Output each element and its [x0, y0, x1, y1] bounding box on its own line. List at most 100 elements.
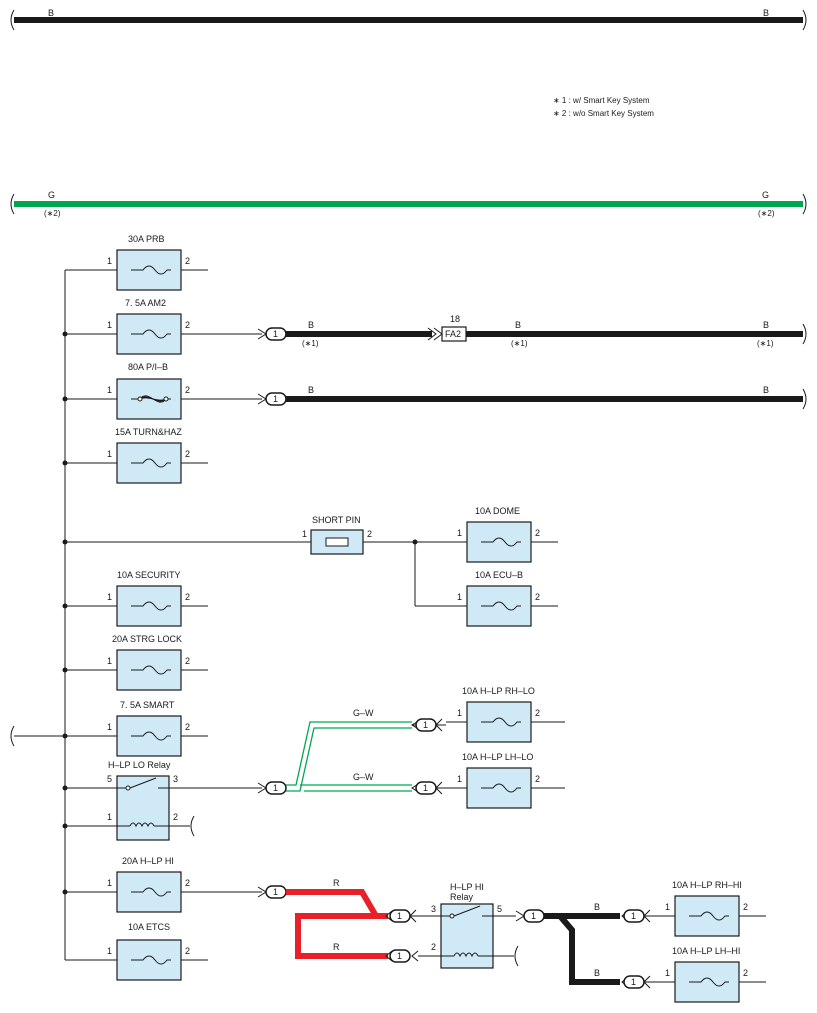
pin-label: 3 [431, 904, 436, 914]
wire-color-gw: G–W [353, 772, 374, 782]
pin-label: 3 [173, 774, 178, 784]
pin-label: 1 [107, 722, 112, 732]
connector-pin: 1 [631, 977, 636, 987]
pin-label: 1 [107, 320, 112, 330]
connector-pin-18: 18 [450, 314, 460, 324]
main-feed-bracket [10, 725, 15, 747]
fuse-label: 10A SECURITY [117, 570, 181, 580]
note-2: ∗ 2 : w/o Smart Key System [553, 109, 654, 118]
pin-label: 2 [535, 528, 540, 538]
green-bus-right-label: G [762, 190, 769, 200]
connector-pin: 1 [397, 911, 402, 921]
green-bus: G G (∗2) (∗2) [10, 190, 807, 218]
pin-label: 2 [535, 708, 540, 718]
pin-label: 2 [185, 385, 190, 395]
fuse-label: 10A H–LP LH–HI [672, 946, 740, 956]
relay-hlp-lo: H–LP LO Relay 5 3 1 2 [65, 760, 262, 841]
fuse-label: 10A ECU–B [475, 570, 523, 580]
fuse-label: 10A DOME [475, 506, 520, 516]
short-pin: SHORT PIN 1 2 [65, 515, 467, 607]
wire-color-r: R [333, 878, 340, 888]
connector-pin: 1 [531, 911, 536, 921]
relay-label: H–LP LO Relay [108, 760, 171, 770]
top-black-bus: B B [10, 8, 807, 31]
pin-label: 1 [107, 878, 112, 888]
fuse-10a-security: 10A SECURITY 1 2 [65, 570, 208, 627]
top-bus-right-label: B [763, 8, 769, 18]
connector-pin: 1 [397, 951, 402, 961]
pin-label: 2 [185, 946, 190, 956]
wire-color-b: B [763, 320, 769, 330]
wire-color-r: R [333, 942, 340, 952]
connector-pin: 1 [631, 911, 636, 921]
fuse-label: 10A H–LP RH–HI [672, 880, 742, 890]
fuse-7-5a-smart: 7. 5A SMART 1 2 [65, 700, 208, 757]
wire-color-b: B [308, 320, 314, 330]
pin-label: 2 [173, 812, 178, 822]
pin-label: 1 [107, 385, 112, 395]
connector-pin: 1 [423, 783, 428, 793]
pin-label: 1 [665, 968, 670, 978]
fuse-20a-strg-lock: 20A STRG LOCK 1 2 [65, 634, 208, 691]
fuse-label: 7. 5A AM2 [125, 298, 166, 308]
note-1: ∗ 1 : w/ Smart Key System [553, 96, 650, 105]
fuse-10a-hlp-lh-lo: 10A H–LP LH–LO 1 2 [457, 752, 565, 809]
pin-label: 2 [185, 449, 190, 459]
pin-label: 1 [457, 528, 462, 538]
relay-hlp-hi: H–LP HI Relay 3 5 2 [431, 882, 519, 969]
connector-pin: 1 [273, 329, 278, 339]
pin-label: 1 [665, 902, 670, 912]
wire-color-b: B [515, 320, 521, 330]
pin-label: 1 [107, 592, 112, 602]
wire-color-b: B [763, 385, 769, 395]
wire-color-b: B [308, 385, 314, 395]
wire-color-b: B [594, 902, 600, 912]
wire-color-gw: G–W [353, 708, 374, 718]
wire-color-b: B [594, 968, 600, 978]
pin-label: 1 [457, 592, 462, 602]
fuse-10a-etcs: 10A ETCS 1 2 [65, 922, 208, 981]
am2-output-wire: 1 FA2 18 B (∗1) B (∗1) B (∗1) [257, 314, 807, 348]
fuse-label: 20A H–LP HI [122, 856, 174, 866]
lo-relay-output-wire: 1 G–W G–W 1 1 [257, 708, 467, 795]
pin-label: 2 [185, 592, 190, 602]
fuse-15a-turn-haz: 15A TURN&HAZ 1 2 [65, 427, 208, 484]
hlp-hi-red-wire: 1 R R 1 1 [257, 878, 441, 963]
pin-label: 1 [302, 529, 307, 539]
fuse-20a-hlp-hi: 20A H–LP HI 1 2 [65, 856, 262, 913]
fuse-label: 10A H–LP LH–LO [462, 752, 533, 762]
fuse-label: 10A ETCS [128, 922, 170, 932]
pin-label: 2 [185, 320, 190, 330]
connector-pin: 1 [423, 720, 428, 730]
connector-pin: 1 [273, 394, 278, 404]
relay-label-line1: H–LP HI [450, 882, 484, 892]
fuse-label: 20A STRG LOCK [112, 634, 182, 644]
fuse-label: 15A TURN&HAZ [115, 427, 182, 437]
fuse-label: 7. 5A SMART [120, 700, 175, 710]
pin-label: 2 [535, 774, 540, 784]
pin-label: 1 [457, 774, 462, 784]
pin-label: 2 [185, 722, 190, 732]
fuse-80a-pib: 80A P/I–B 1 2 [65, 362, 262, 420]
fuse-label: 10A H–LP RH–LO [462, 686, 535, 696]
wire-note: (∗1) [757, 339, 774, 348]
pin-label: 1 [107, 256, 112, 266]
fuse-10a-hlp-lh-hi: 10A H–LP LH–HI 1 2 [665, 946, 766, 1003]
pin-label: 2 [185, 256, 190, 266]
green-bus-left-label: G [48, 190, 55, 200]
pin-label: 1 [107, 449, 112, 459]
pin-label: 2 [431, 942, 436, 952]
fuse-10a-hlp-rh-lo: 10A H–LP RH–LO 1 2 [457, 686, 565, 743]
fuse-30a-prb: 30A PRB 1 2 [65, 234, 208, 291]
connector-pin: 1 [273, 887, 278, 897]
connector-fa2: FA2 [445, 329, 461, 339]
green-bus-right-note: (∗2) [758, 209, 775, 218]
wire-note: (∗1) [302, 339, 319, 348]
pin-label: 2 [367, 529, 372, 539]
pin-label: 1 [107, 812, 112, 822]
pin-label: 5 [107, 774, 112, 784]
pin-label: 2 [743, 902, 748, 912]
fuse-10a-ecu-b: 10A ECU–B 1 2 [457, 570, 558, 627]
connector-pin: 1 [273, 783, 278, 793]
